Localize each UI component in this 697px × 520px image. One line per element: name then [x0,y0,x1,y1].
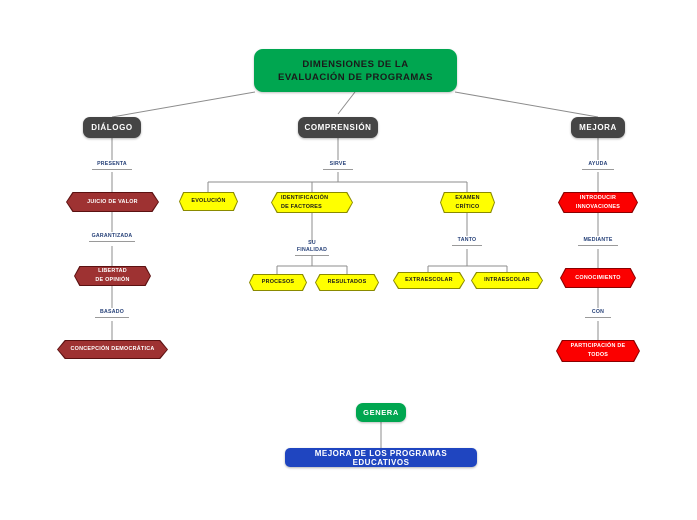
node-label-evolucion: EVOLUCIÓN [191,198,226,204]
connector-label-su-finalidad: SU FINALIDAD [287,240,337,256]
connector-label-presenta-text: PRESENTA [97,161,127,167]
connector-rule [582,169,614,170]
connector-rule [89,241,135,242]
node-label-concepcion-democratica: CONCEPCIÓN DEMOCRÁTICA [70,346,155,352]
connector-rule [585,317,611,318]
node-label-identificacion-line2: DE FACTORES [281,203,322,210]
node-concepcion-democratica[interactable]: CONCEPCIÓN DEMOCRÁTICA [57,340,168,359]
connector-label-basado-text: BASADO [100,309,124,315]
node-genera[interactable]: GENERA [356,403,406,422]
connector-rule [95,317,129,318]
branch-node-comprension[interactable]: COMPRENSIÓN [298,117,378,138]
branch-label-comprension: COMPRENSIÓN [304,123,372,132]
node-introducir-innovaciones[interactable]: INTRODUCIR INNOVACIONES [558,192,638,213]
node-conocimiento[interactable]: CONOCIMIENTO [560,268,636,288]
node-label-participacion-line2: TODOS [587,352,609,358]
hex-fill: RESULTADOS [316,275,378,290]
root-node[interactable]: DIMENSIONES DE LA EVALUACIÓN DE PROGRAMA… [254,49,457,92]
node-mejora-programas-educativos[interactable]: MEJORA DE LOS PROGRAMAS EDUCATIVOS [285,448,477,467]
node-juicio-de-valor[interactable]: JUICIO DE VALOR [66,192,159,212]
node-label-conocimiento: CONOCIMIENTO [575,274,621,281]
connector-label-tanto: TANTO [442,237,492,246]
connector-label-presenta: PRESENTA [82,161,142,170]
node-libertad-de-opinion[interactable]: LIBERTAD DE OPINIÓN [74,266,151,286]
root-title-line1: DIMENSIONES DE LA [302,58,409,70]
hex-fill: EVOLUCIÓN [180,193,237,210]
connector-label-ayuda-text: AYUDA [588,161,608,167]
connector-label-basado: BASADO [87,309,137,318]
connector-label-su-finalidad-line2: FINALIDAD [296,247,328,253]
hex-fill: IDENTIFICACIÓN DE FACTORES [272,193,352,212]
node-intraescolar[interactable]: INTRAESCOLAR [471,272,543,289]
node-label-examen-line1: EXAMEN [455,194,480,201]
hex-fill: PROCESOS [250,275,306,290]
node-resultados[interactable]: RESULTADOS [315,274,379,291]
connector-label-con-text: CON [591,309,605,315]
node-examen-critico[interactable]: EXAMEN CRÍTICO [440,192,495,213]
branch-label-mejora: MEJORA [579,123,617,132]
branch-label-dialogo: DIÁLOGO [91,123,133,132]
root-title-line2: EVALUACIÓN DE PROGRAMAS [278,71,433,83]
node-label-introducir-line1: INTRODUCIR [579,194,617,201]
hex-fill: CONCEPCIÓN DEMOCRÁTICA [58,341,167,358]
node-label-libertad-line1: LIBERTAD [98,268,127,274]
branch-node-dialogo[interactable]: DIÁLOGO [83,117,141,138]
node-label-mejora-programas: MEJORA DE LOS PROGRAMAS EDUCATIVOS [314,448,448,467]
node-label-genera: GENERA [363,408,399,417]
node-evolucion[interactable]: EVOLUCIÓN [179,192,238,211]
connector-rule [578,245,618,246]
connector-label-su-finalidad-line1: SU [308,240,316,246]
connector-rule [295,255,329,256]
node-extraescolar[interactable]: EXTRAESCOLAR [393,272,465,289]
connector-rule [452,245,482,246]
connector-rule [92,169,132,170]
hex-fill: INTRODUCIR INNOVACIONES [559,193,637,212]
node-label-introducir-line2: INNOVACIONES [575,203,621,210]
hex-fill: JUICIO DE VALOR [67,193,158,211]
node-identificacion-de-factores[interactable]: IDENTIFICACIÓN DE FACTORES [271,192,353,213]
node-label-libertad-line2: DE OPINIÓN [95,277,130,283]
branch-node-mejora[interactable]: MEJORA [571,117,625,138]
hex-fill: LIBERTAD DE OPINIÓN [75,267,150,285]
connector-label-garantizada-text: GARANTIZADA [91,233,133,239]
connector-label-con: CON [578,309,618,318]
hex-fill: CONOCIMIENTO [561,269,635,287]
hex-fill: INTRAESCOLAR [472,273,542,288]
hex-fill: EXAMEN CRÍTICO [441,193,494,212]
hex-fill: PARTICIPACIÓN DE TODOS [557,341,639,361]
node-procesos[interactable]: PROCESOS [249,274,307,291]
node-label-participacion-line1: PARTICIPACIÓN DE [570,343,626,349]
node-label-identificacion-line1: IDENTIFICACIÓN [281,194,329,201]
connector-label-mediante-text: MEDIANTE [583,237,613,243]
node-label-examen-line2: CRÍTICO [455,203,480,210]
node-label-extraescolar: EXTRAESCOLAR [405,277,453,283]
connector-label-tanto-text: TANTO [457,237,477,243]
connector-label-ayuda: AYUDA [573,161,623,170]
connector-label-sirve: SIRVE [313,161,363,170]
node-label-juicio-de-valor: JUICIO DE VALOR [87,198,138,205]
node-label-intraescolar: INTRAESCOLAR [484,277,530,283]
connector-rule [323,169,353,170]
hex-fill: EXTRAESCOLAR [394,273,464,288]
node-label-resultados: RESULTADOS [327,279,367,285]
connector-label-mediante: MEDIANTE [568,237,628,246]
connector-label-sirve-text: SIRVE [329,161,347,167]
node-label-procesos: PROCESOS [261,279,295,285]
node-participacion-de-todos[interactable]: PARTICIPACIÓN DE TODOS [556,340,640,362]
connector-label-garantizada: GARANTIZADA [77,233,147,242]
